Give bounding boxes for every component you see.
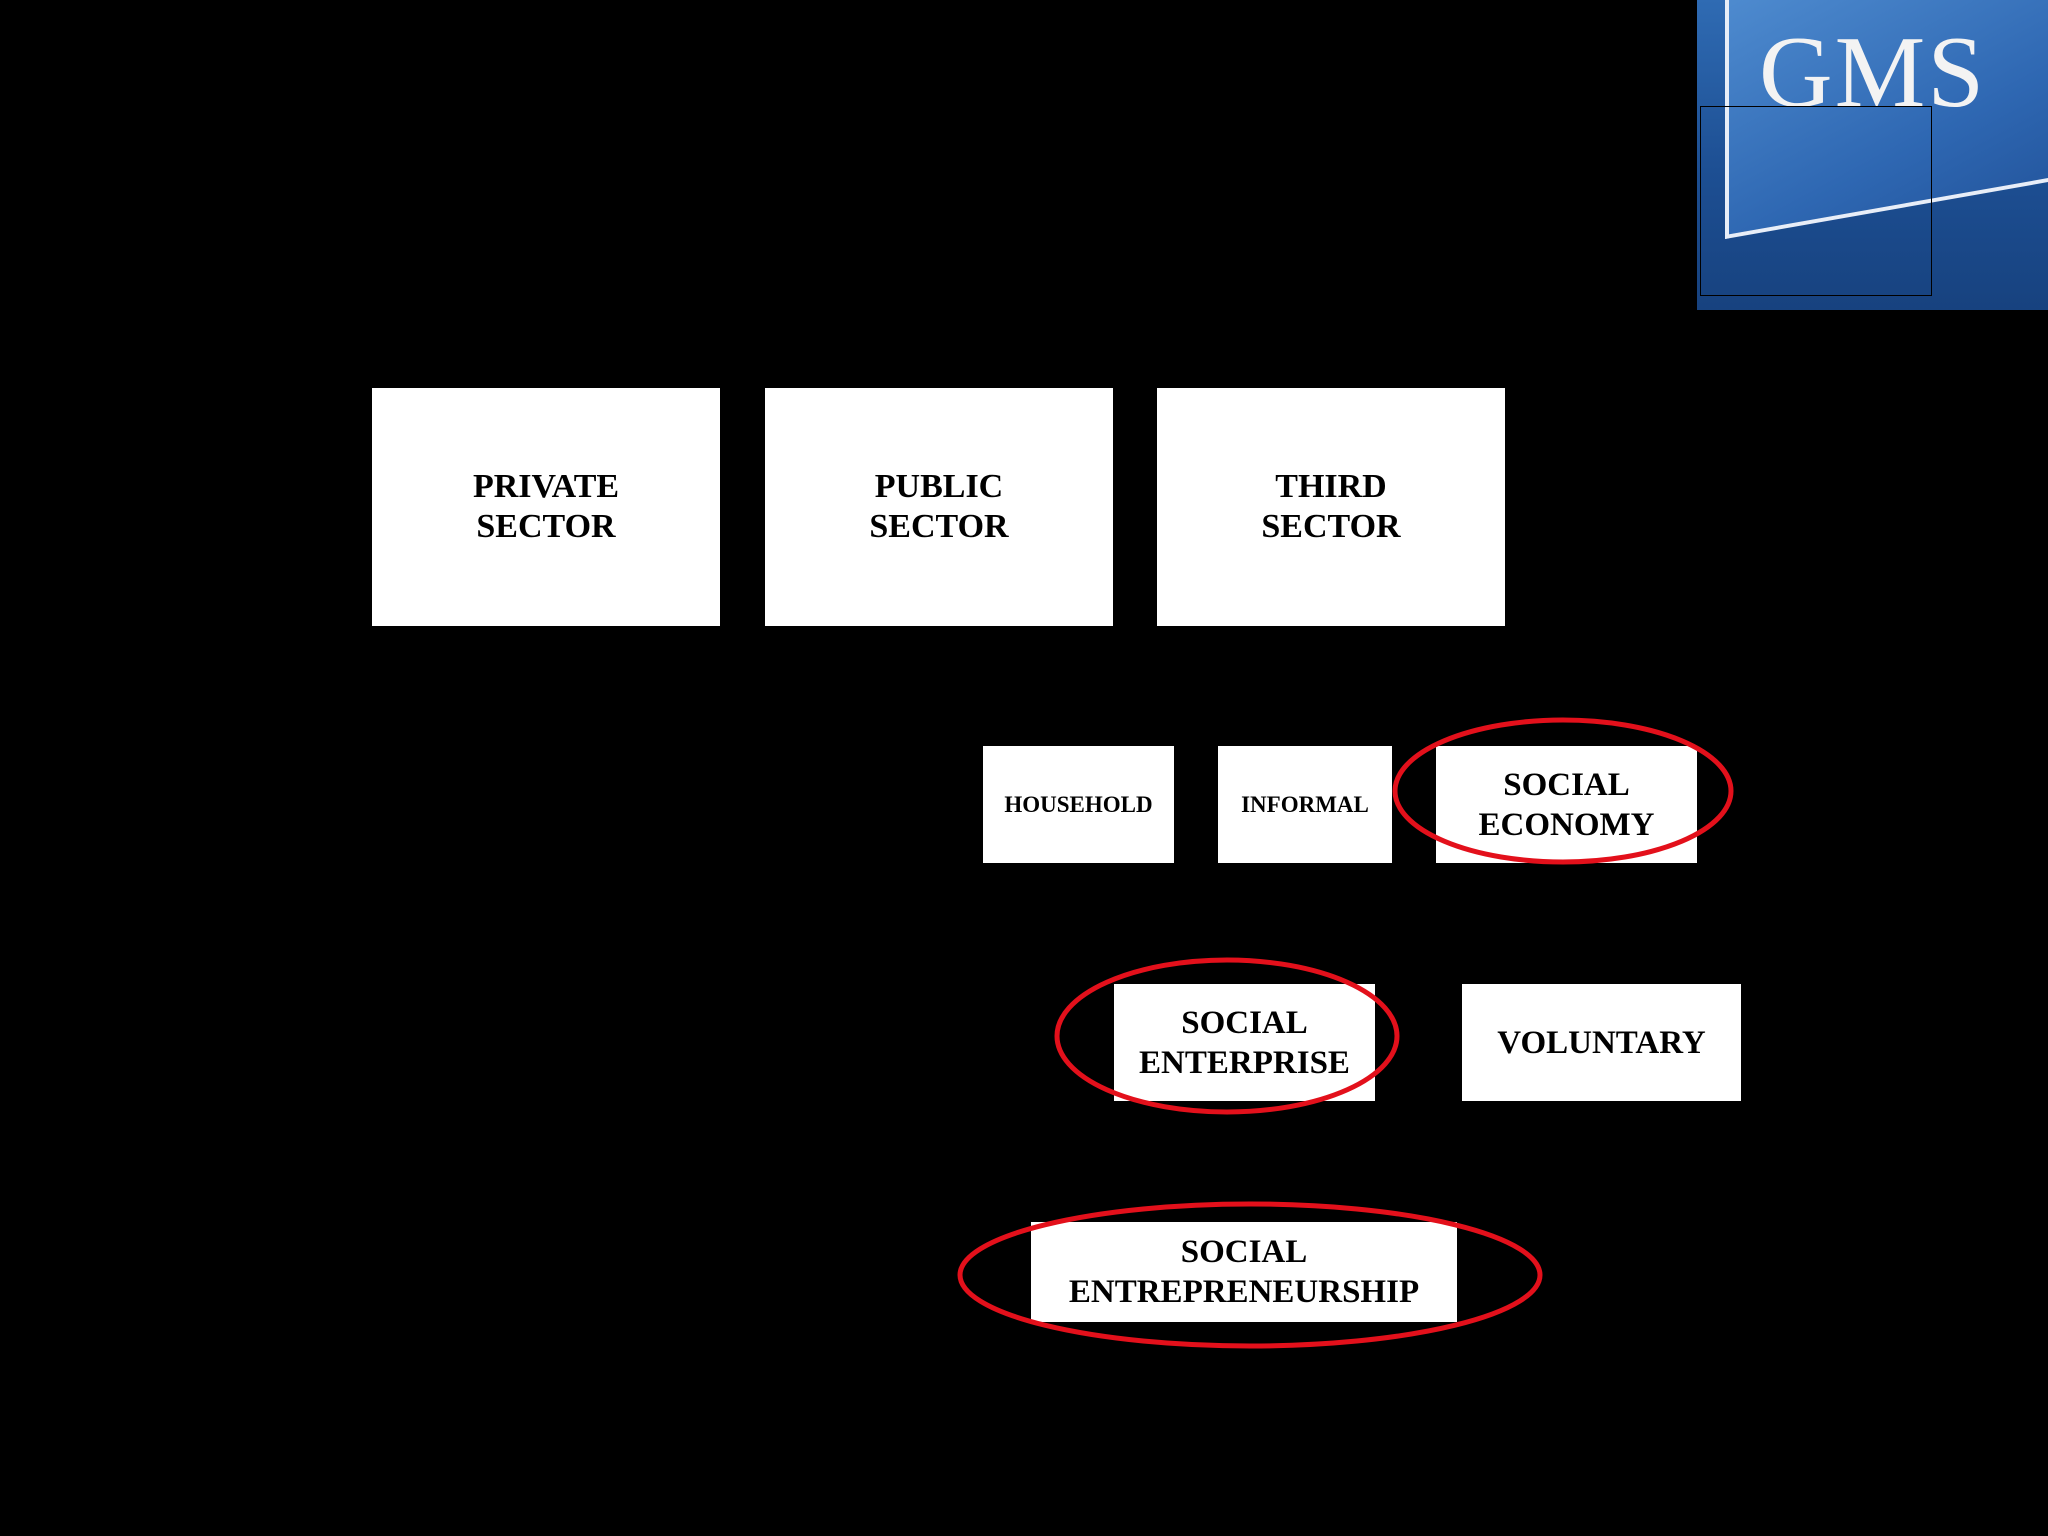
informal-box: INFORMAL — [1218, 746, 1392, 863]
social-entrepreneurship-label: SOCIAL ENTREPRENEURSHIP — [1068, 1234, 1420, 1310]
social-entrepreneurship-box: SOCIAL ENTREPRENEURSHIP — [1031, 1222, 1457, 1322]
household-box: HOUSEHOLD — [983, 746, 1174, 863]
private-sector-box: PRIVATE SECTOR — [372, 388, 720, 626]
gms-logo: GMS — [1697, 0, 2048, 310]
voluntary-label: VOLUNTARY — [1497, 1024, 1706, 1061]
third-sector-box: THIRD SECTOR — [1157, 388, 1505, 626]
social-enterprise-box: SOCIAL ENTERPRISE — [1114, 984, 1375, 1101]
social-economy-label: SOCIAL ECONOMY — [1478, 766, 1655, 843]
private-sector-label: PRIVATE SECTOR — [472, 468, 620, 545]
informal-label: INFORMAL — [1241, 791, 1369, 817]
public-sector-label: PUBLIC SECTOR — [869, 468, 1009, 545]
social-economy-box: SOCIAL ECONOMY — [1436, 746, 1697, 863]
logo-text: GMS — [1759, 16, 1987, 129]
voluntary-box: VOLUNTARY — [1462, 984, 1741, 1101]
household-label: HOUSEHOLD — [1004, 791, 1153, 817]
social-enterprise-label: SOCIAL ENTERPRISE — [1139, 1004, 1350, 1081]
third-sector-label: THIRD SECTOR — [1261, 468, 1401, 545]
public-sector-box: PUBLIC SECTOR — [765, 388, 1113, 626]
